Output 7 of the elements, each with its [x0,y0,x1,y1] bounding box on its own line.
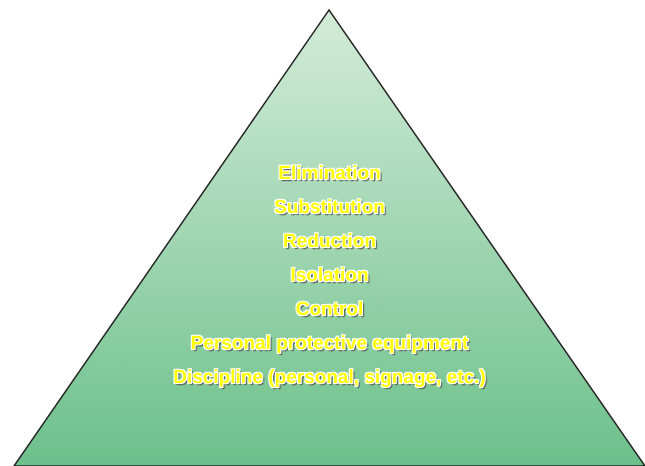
pyramid-level-label: Isolation [290,264,369,288]
pyramid-level-label: Control [296,298,364,322]
pyramid-level-label: Substitution [274,196,385,220]
pyramid-level-label: Discipline (personal, signage, etc.) [173,366,486,390]
pyramid-level-label: Reduction [283,230,376,254]
pyramid-level-label: Elimination [278,162,381,186]
pyramid-level-label: Personal protective equipment [190,332,468,356]
